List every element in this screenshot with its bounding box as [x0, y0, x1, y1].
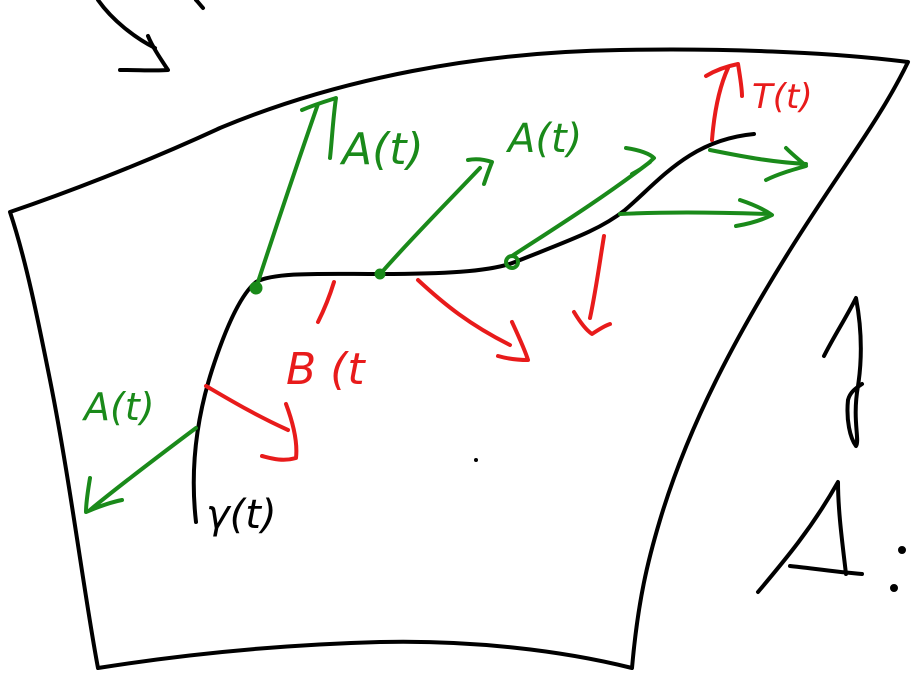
normal-arrow-5 — [704, 62, 744, 142]
normal-arrows — [204, 62, 744, 462]
surface-dot — [474, 458, 478, 462]
normal-arrow-4 — [572, 234, 612, 336]
side-letters — [756, 296, 906, 594]
label-a-left: A(t) — [81, 385, 155, 429]
tangent-arrow-3 — [510, 146, 656, 258]
normal-arrow-1 — [204, 384, 299, 462]
normal-arrow-2 — [416, 278, 530, 362]
label-a-second: A(t) — [505, 116, 582, 162]
normal-arrow-3 — [316, 280, 336, 324]
side-a-glyph — [756, 480, 864, 594]
surface-patch — [8, 47, 910, 670]
label-b: B (t — [286, 344, 366, 395]
label-gamma: γ(t) — [206, 492, 277, 538]
corner-arrow — [96, 0, 205, 73]
tangent-arrow-6 — [84, 426, 198, 514]
tangent-arrows — [84, 96, 808, 514]
tangent-arrow-1 — [256, 96, 338, 284]
side-colon-dot-1 — [898, 546, 906, 554]
curve-gamma — [191, 132, 756, 524]
tangent-arrow-5 — [708, 146, 808, 182]
tangent-arrow-4 — [618, 198, 774, 228]
point-1 — [249, 281, 263, 295]
side-gamma-glyph — [822, 296, 864, 448]
label-a-first: A(t) — [339, 124, 424, 175]
side-colon-dot-2 — [890, 584, 898, 592]
label-t: T(t) — [752, 77, 813, 117]
tangent-arrow-2 — [380, 157, 494, 274]
